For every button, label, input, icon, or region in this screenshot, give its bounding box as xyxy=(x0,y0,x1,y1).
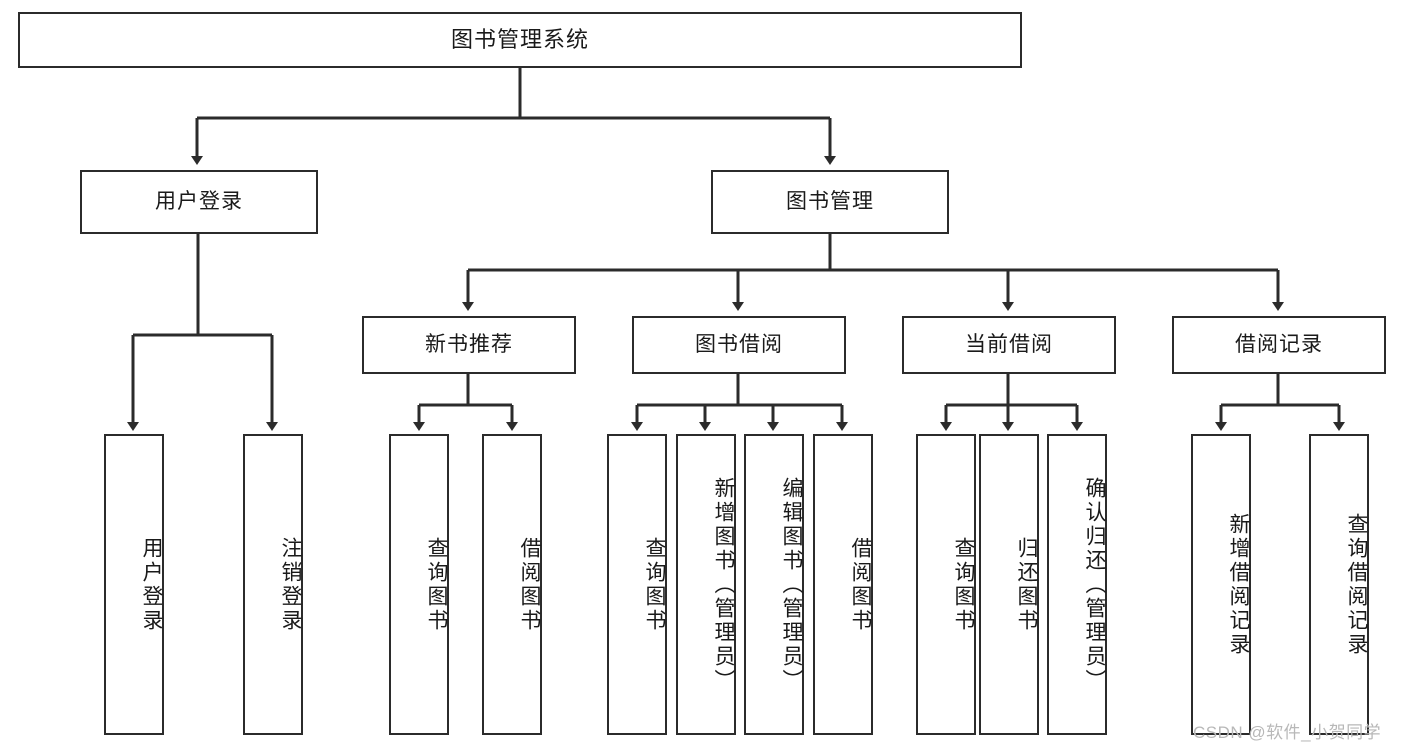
node-leaf-borrow-book-rec[interactable]: 借阅图书 xyxy=(482,434,542,735)
node-leaf-add-record-label: 新增借阅记录 xyxy=(1227,512,1250,657)
node-leaf-edit-book[interactable]: 编辑图书（管理员） xyxy=(744,434,804,735)
node-new-book-recommend[interactable]: 新书推荐 xyxy=(362,316,576,374)
node-leaf-query-book-current-label: 查询图书 xyxy=(952,536,975,633)
node-leaf-query-book-borrow-label: 查询图书 xyxy=(643,536,666,633)
node-new-book-recommend-label: 新书推荐 xyxy=(425,332,513,356)
node-leaf-borrow-book[interactable]: 借阅图书 xyxy=(813,434,873,735)
node-leaf-query-book-rec-label: 查询图书 xyxy=(425,536,448,633)
node-leaf-add-book[interactable]: 新增图书（管理员） xyxy=(676,434,736,735)
node-root[interactable]: 图书管理系统 xyxy=(18,12,1022,68)
node-leaf-user-login-label: 用户登录 xyxy=(140,536,163,633)
node-leaf-user-logout[interactable]: 注销登录 xyxy=(243,434,303,735)
node-root-label: 图书管理系统 xyxy=(450,27,589,53)
node-leaf-confirm-return[interactable]: 确认归还（管理员） xyxy=(1047,434,1107,735)
node-borrow-record[interactable]: 借阅记录 xyxy=(1172,316,1386,374)
node-leaf-borrow-book-label: 借阅图书 xyxy=(849,536,872,633)
node-current-borrow-label: 当前借阅 xyxy=(965,332,1053,356)
node-leaf-user-logout-label: 注销登录 xyxy=(279,536,302,633)
node-book-manage-label: 图书管理 xyxy=(786,189,874,213)
node-leaf-add-record[interactable]: 新增借阅记录 xyxy=(1191,434,1251,735)
node-leaf-add-book-label: 新增图书（管理员） xyxy=(712,476,735,693)
node-leaf-query-book-current[interactable]: 查询图书 xyxy=(916,434,976,735)
node-book-manage[interactable]: 图书管理 xyxy=(711,170,949,234)
watermark: CSDN @软件_小贺同学 xyxy=(1193,723,1382,742)
node-leaf-edit-book-label: 编辑图书（管理员） xyxy=(780,476,803,693)
node-user-login[interactable]: 用户登录 xyxy=(80,170,318,234)
node-book-borrow-label: 图书借阅 xyxy=(695,332,783,356)
node-leaf-query-record[interactable]: 查询借阅记录 xyxy=(1309,434,1369,735)
node-current-borrow[interactable]: 当前借阅 xyxy=(902,316,1116,374)
node-leaf-query-book-borrow[interactable]: 查询图书 xyxy=(607,434,667,735)
node-leaf-return-book-label: 归还图书 xyxy=(1015,536,1038,633)
node-book-borrow[interactable]: 图书借阅 xyxy=(632,316,846,374)
node-leaf-confirm-return-label: 确认归还（管理员） xyxy=(1083,476,1106,693)
node-leaf-return-book[interactable]: 归还图书 xyxy=(979,434,1039,735)
node-leaf-borrow-book-rec-label: 借阅图书 xyxy=(518,536,541,633)
node-borrow-record-label: 借阅记录 xyxy=(1235,332,1323,356)
node-user-login-label: 用户登录 xyxy=(155,189,243,213)
node-leaf-query-book-rec[interactable]: 查询图书 xyxy=(389,434,449,735)
node-leaf-user-login[interactable]: 用户登录 xyxy=(104,434,164,735)
node-leaf-query-record-label: 查询借阅记录 xyxy=(1345,512,1368,657)
